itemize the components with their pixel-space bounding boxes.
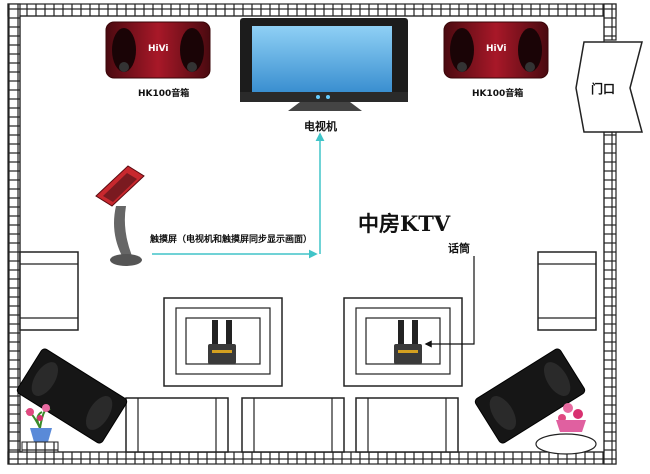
page-title: 中房KTV	[358, 211, 451, 236]
sync-arrow	[152, 132, 325, 259]
flower-pot-icon	[21, 404, 59, 453]
sofa-bottom	[125, 397, 459, 453]
sofa-right	[537, 251, 597, 331]
floor-speaker-right-icon	[474, 348, 586, 444]
microphone-pointer-arrow	[424, 256, 475, 348]
microphone-label: 话筒	[448, 242, 470, 255]
room-walls	[7, 3, 617, 465]
speaker-right-brand: HiVi	[486, 44, 507, 54]
touchscreen-kiosk-icon	[95, 165, 145, 266]
floor-speaker-left-icon	[16, 348, 128, 444]
speaker-left-brand: HiVi	[148, 44, 169, 54]
door-icon	[575, 41, 643, 133]
tv-label: 电视机	[304, 120, 337, 133]
speaker-left-icon	[105, 21, 211, 79]
tv-icon	[240, 18, 408, 111]
touchscreen-label: 触摸屏（电视机和触摸屏同步显示画面）	[150, 235, 313, 245]
speaker-left-label: HK100音箱	[138, 89, 190, 99]
door-label: 门口	[591, 82, 616, 96]
microphone-icon	[208, 320, 236, 364]
microphone-icon	[394, 320, 422, 364]
table-left	[163, 297, 283, 387]
speaker-right-icon	[443, 21, 549, 79]
flower-pot-icon	[535, 403, 597, 455]
table-right	[343, 297, 463, 387]
speaker-right-label: HK100音箱	[472, 89, 524, 99]
sofa-left	[19, 251, 79, 331]
